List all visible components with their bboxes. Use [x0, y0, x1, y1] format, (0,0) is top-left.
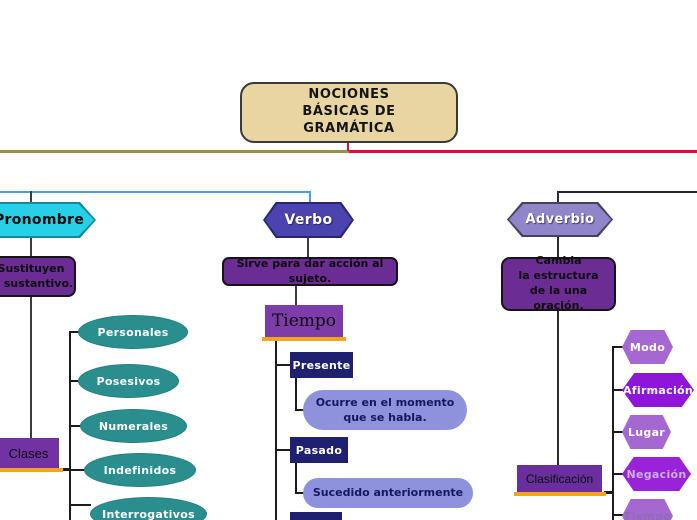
pronoun-class-item: Posesivos — [78, 364, 179, 398]
adverbio-label: Adverbio — [509, 204, 611, 235]
tick — [612, 431, 623, 433]
pronoun-class-item: Numerales — [80, 409, 187, 443]
category-clases: Clases — [0, 438, 59, 468]
tick — [69, 504, 91, 506]
verbo-label: Verbo — [265, 204, 352, 236]
tense-node-pasado: Pasado — [290, 437, 348, 463]
tense-node-partial — [290, 512, 342, 520]
tense-node-presente: Presente — [290, 352, 353, 378]
branch-node-pronombre: Pronombre — [0, 202, 96, 238]
adverbio-description: Cambia la estructura de la una oración. — [501, 254, 616, 312]
tick — [612, 346, 623, 348]
tick — [69, 380, 79, 382]
connector-blue-drop — [309, 191, 311, 203]
connector-red-stub — [347, 143, 349, 151]
tick — [69, 469, 85, 471]
connector-line — [295, 463, 297, 494]
pronombre-description: Sustituyen al sustantivo. — [0, 256, 76, 297]
connector-line — [604, 491, 614, 494]
tick — [275, 449, 290, 451]
connector-line — [557, 236, 559, 258]
verbo-spine — [275, 340, 277, 520]
tick — [612, 389, 623, 391]
pronoun-class-item: Interrogativos — [90, 497, 207, 520]
connector-line — [307, 237, 309, 258]
connector-line — [30, 237, 32, 257]
category-tiempo: Tiempo — [265, 305, 343, 337]
connector-line — [558, 191, 697, 193]
orange-underline — [514, 492, 606, 496]
tick — [295, 492, 304, 494]
connector-olive-line — [0, 150, 349, 153]
adverb-type-item: Lugar — [622, 415, 671, 449]
connector-red-line — [349, 150, 697, 153]
adverb-type-item: Negación — [622, 457, 691, 491]
tick — [275, 364, 290, 366]
connector-line — [58, 468, 70, 471]
connector-line — [295, 378, 297, 411]
tick — [612, 514, 623, 516]
pronoun-class-item: Personales — [78, 315, 188, 349]
connector-line — [295, 286, 297, 305]
tick — [295, 409, 304, 411]
adverb-type-item: Afirmación — [622, 373, 694, 407]
orange-underline — [262, 337, 346, 341]
map-title: NOCIONES BÁSICAS DE GRAMÁTICA — [240, 82, 458, 143]
adverb-type-item: Modo — [622, 330, 673, 364]
connector-line — [557, 191, 559, 203]
pronombre-label: Pronombre — [0, 204, 94, 236]
tense-detail-presente: Ocurre en el momento que se habla. — [303, 390, 467, 430]
tick — [612, 473, 623, 475]
connector-line — [557, 310, 559, 465]
verbo-description: Sirve para dar acción al sujeto. — [222, 257, 398, 286]
category-clasificacion: Clasificación — [517, 465, 602, 492]
adverb-type-item: Tiempo — [622, 499, 673, 520]
connector-blue-line — [0, 191, 311, 193]
connector-line — [30, 296, 32, 438]
pronoun-class-item: Indefinidos — [84, 453, 196, 487]
tick — [69, 425, 81, 427]
branch-node-verbo: Verbo — [263, 202, 354, 238]
tick — [69, 331, 80, 333]
orange-underline — [0, 468, 63, 472]
tense-detail-pasado: Sucedido anteriormente — [303, 478, 473, 508]
right-spine — [612, 346, 614, 520]
connector-line — [30, 191, 32, 203]
branch-node-adverbio: Adverbio — [507, 202, 613, 237]
